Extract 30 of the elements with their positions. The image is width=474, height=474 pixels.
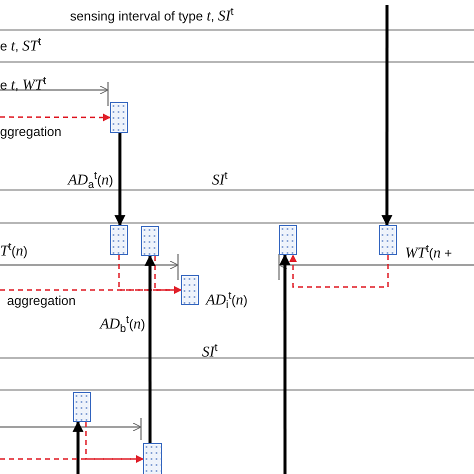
dashed-arrow	[85, 422, 144, 463]
process-box	[279, 225, 297, 255]
arrow	[114, 133, 126, 226]
dashed-arrow	[0, 113, 111, 122]
edge-label: AD$_{a}$$^{t}$(n)	[68, 169, 114, 193]
process-box	[181, 275, 199, 305]
timing-label: ggregation	[0, 124, 62, 140]
dashed-arrow	[289, 254, 389, 288]
arrow	[279, 254, 290, 474]
timing-label: aggregation	[7, 293, 76, 309]
process-box	[141, 226, 159, 256]
timing-label: T$^{t}$(n)	[0, 240, 28, 260]
process-box	[110, 225, 128, 255]
timing-label: SI$^{t}$	[202, 341, 218, 360]
edge-label: AD$_{b}$$^{t}$(n)	[100, 313, 146, 337]
process-box	[379, 225, 397, 255]
timing-label: WT$^{t}$(n +	[405, 242, 452, 262]
process-box	[110, 102, 128, 133]
arrow	[72, 420, 84, 474]
timing-label: e t, WT$^{t}$	[0, 74, 46, 94]
process-box	[73, 392, 91, 422]
dashed-arrow	[0, 455, 144, 463]
timing-label: SI$^{t}$	[212, 169, 228, 188]
signal-label: AD$_{i}$$^{t}$(n)	[206, 289, 248, 313]
timing-label: e t, ST$^{t}$	[0, 35, 42, 54]
timing-label: sensing interval of type t, SI$^{t}$	[70, 5, 234, 24]
dashed-arrow	[0, 286, 182, 294]
arrow	[144, 254, 156, 443]
arrow	[381, 5, 392, 226]
process-box	[143, 443, 162, 474]
